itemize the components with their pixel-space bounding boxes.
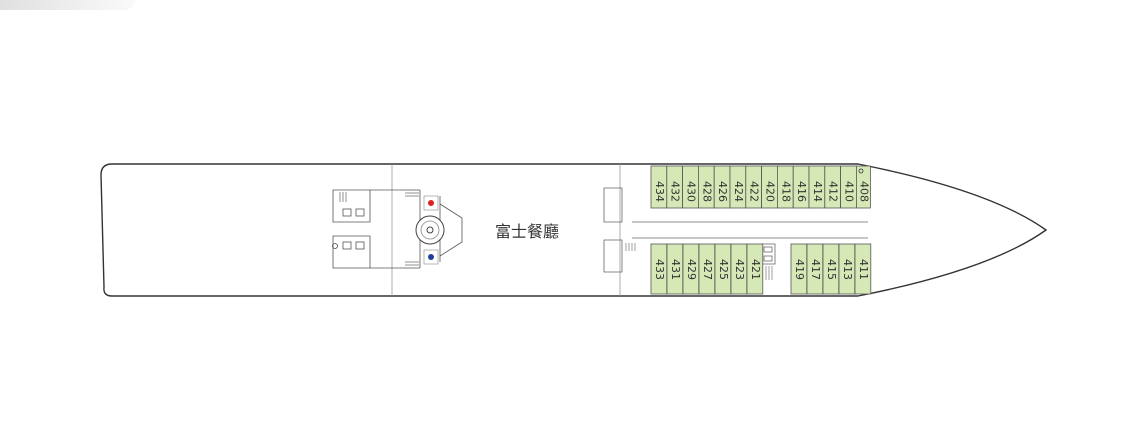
cabin-422[interactable]: 422 — [745, 165, 762, 209]
cabin-418[interactable]: 418 — [777, 165, 794, 209]
spiral-stair-icon — [415, 215, 445, 245]
stairs-icon — [625, 243, 773, 280]
cabin-430[interactable]: 430 — [682, 165, 699, 209]
cabin-415[interactable]: 415 — [822, 243, 840, 295]
cabin-421[interactable]: 421 — [746, 243, 764, 295]
cabin-number: 432 — [669, 181, 682, 202]
cabin-427[interactable]: 427 — [698, 243, 716, 295]
cabin-420[interactable]: 420 — [761, 165, 778, 209]
wc-male-icon — [423, 249, 439, 265]
cabin-425[interactable]: 425 — [714, 243, 732, 295]
cabin-414[interactable]: 414 — [808, 165, 826, 209]
accessible-icon — [332, 243, 338, 249]
cabin-429[interactable]: 429 — [682, 243, 700, 295]
cabin-410[interactable]: 410 — [840, 165, 857, 209]
cabin-number: 418 — [779, 181, 792, 202]
cabin-number: 433 — [653, 259, 666, 280]
cabin-number: 426 — [716, 181, 729, 202]
cabin-number: 431 — [669, 259, 682, 280]
cabin-416[interactable]: 416 — [792, 165, 810, 209]
cabin-number: 411 — [857, 259, 870, 280]
corridor-structure — [603, 187, 868, 273]
cabin-number: 410 — [843, 181, 856, 202]
cabin-number: 415 — [825, 259, 838, 280]
cabin-number: 422 — [748, 181, 761, 202]
venue-label: 富士餐廳 — [495, 222, 559, 241]
cabin-box — [746, 243, 764, 295]
corner-shadow — [0, 0, 135, 10]
ship-hull — [100, 163, 1048, 297]
cabin-number: 428 — [700, 181, 713, 202]
cabin-number: 408 — [857, 181, 870, 202]
cabin-424[interactable]: 424 — [729, 165, 747, 209]
cabin-box — [854, 243, 872, 295]
cabin-413[interactable]: 413 — [838, 243, 856, 295]
cabin-number: 416 — [795, 181, 808, 202]
cabin-number: 412 — [827, 181, 840, 202]
cabin-number: 424 — [732, 181, 745, 202]
cabin-434[interactable]: 434 — [650, 165, 668, 209]
cabin-number: 434 — [653, 181, 666, 202]
cabin-number: 420 — [764, 181, 777, 202]
cabin-number: 430 — [685, 181, 698, 202]
wc-female-icon — [423, 195, 439, 211]
cabin-417[interactable]: 417 — [806, 243, 824, 295]
cabin-box — [856, 165, 871, 209]
cabin-number: 419 — [793, 259, 806, 280]
cabin-423[interactable]: 423 — [730, 243, 748, 295]
cabin-number: 427 — [701, 259, 714, 280]
cabin-432[interactable]: 432 — [666, 165, 683, 209]
cabin-number: 414 — [811, 181, 824, 202]
cabin-number: 421 — [749, 259, 762, 280]
cabin-number: 413 — [841, 259, 854, 280]
cabin-number: 423 — [733, 259, 746, 280]
cabin-408[interactable]: 408 — [856, 165, 871, 209]
cabin-number: 429 — [685, 259, 698, 280]
cabin-428[interactable]: 428 — [698, 165, 715, 209]
cabin-426[interactable]: 426 — [713, 165, 731, 209]
accessible-icon — [858, 168, 864, 174]
cabin-419[interactable]: 419 — [790, 243, 808, 295]
cabin-411[interactable]: 411 — [854, 243, 872, 295]
cabin-431[interactable]: 431 — [666, 243, 684, 295]
cabin-number: 417 — [809, 259, 822, 280]
stairs-icon — [339, 189, 419, 269]
cabin-412[interactable]: 412 — [824, 165, 841, 209]
cabin-433[interactable]: 433 — [650, 243, 668, 295]
cabin-number: 425 — [717, 259, 730, 280]
